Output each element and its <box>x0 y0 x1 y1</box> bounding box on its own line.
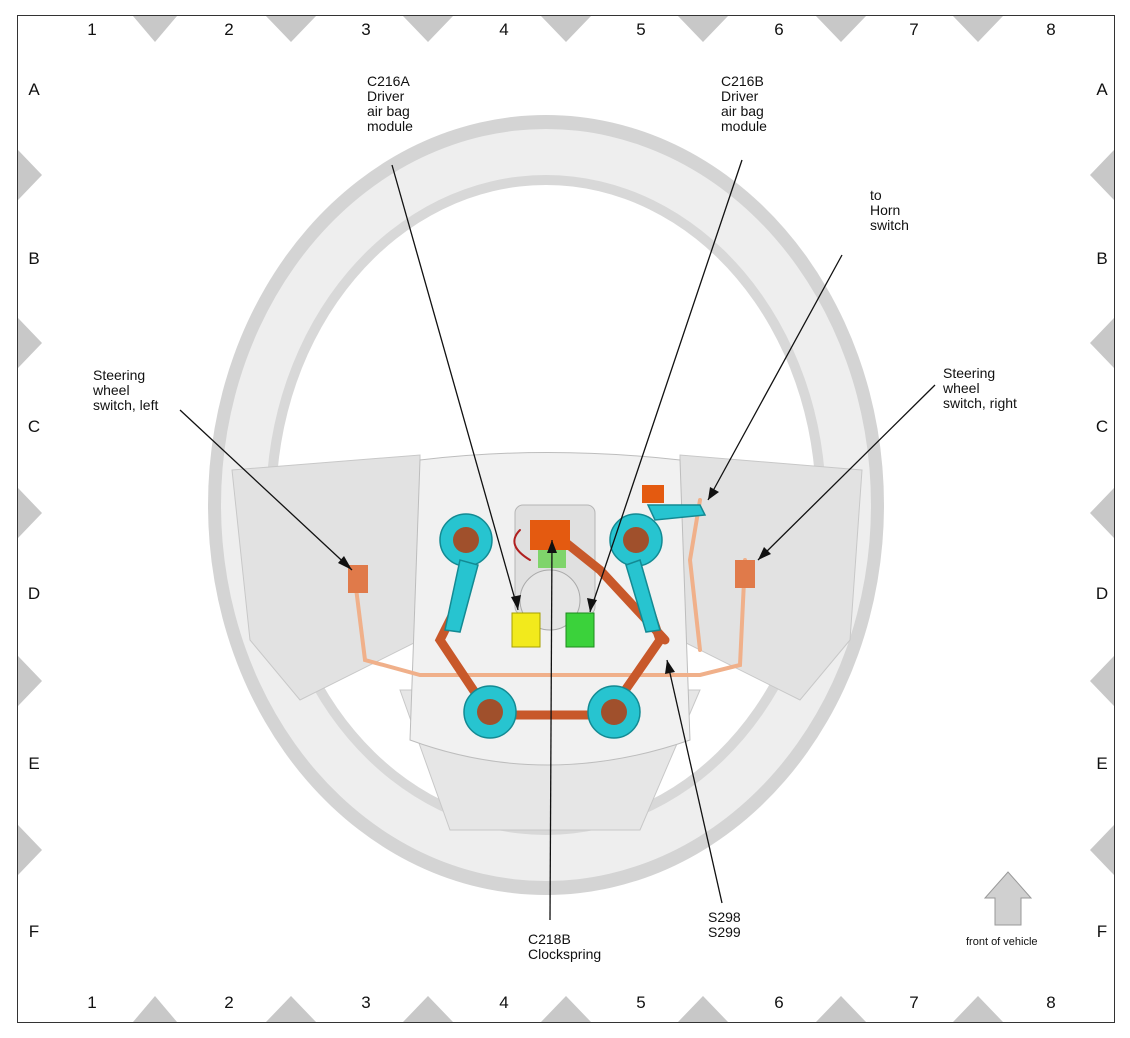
grid-column-label: 2 <box>224 20 234 39</box>
grid-column-label: 8 <box>1046 20 1056 39</box>
grid-column-label: 5 <box>636 993 646 1012</box>
grid-column-label: 3 <box>361 20 371 39</box>
c216a-connector <box>511 612 541 648</box>
grid-row-label: D <box>27 584 41 603</box>
switch-left-connector <box>348 565 368 593</box>
label-c216a: C216A Driver air bag module <box>367 73 413 134</box>
switch-right-connector <box>735 560 755 588</box>
leader-lines <box>179 159 936 921</box>
grid-column-label: 6 <box>774 20 784 39</box>
grid-column-label: 6 <box>774 993 784 1012</box>
grid-column-label: 3 <box>361 993 371 1012</box>
label-switch-right: Steering wheel switch, right <box>943 365 1017 411</box>
grid-row-label: C <box>27 417 41 436</box>
grid-row-label: B <box>1096 249 1108 268</box>
label-switch-left: Steering wheel switch, left <box>93 367 159 413</box>
label-c218b: C218B Clockspring <box>528 931 602 962</box>
grid-column-label: 7 <box>909 20 919 39</box>
label-front-of-vehicle: front of vehicle <box>966 936 1038 948</box>
leader-arrowheads <box>338 487 771 674</box>
label-c216b: C216B Driver air bag module <box>721 73 767 134</box>
grid-column-label: 1 <box>87 993 97 1012</box>
c216b-connector <box>565 612 595 648</box>
grid-column-label: 4 <box>499 993 509 1012</box>
grid-row-label: D <box>1095 584 1109 603</box>
label-splices: S298 S299 <box>708 909 741 940</box>
grid-row-label: A <box>28 80 40 99</box>
grid-row-label: E <box>1096 754 1108 773</box>
grid-column-label: 2 <box>224 993 234 1012</box>
grid-row-label: A <box>1096 80 1108 99</box>
grid-column-label: 8 <box>1046 993 1056 1012</box>
bracket-bosses <box>453 527 649 725</box>
grid-row-label: C <box>1095 417 1109 436</box>
label-horn-switch: to Horn switch <box>870 187 909 233</box>
grid-border-markers <box>18 16 1114 1022</box>
clockspring-connector <box>530 520 570 550</box>
horn-connector <box>642 485 664 503</box>
grid-column-label: 5 <box>636 20 646 39</box>
grid-column-label: 7 <box>909 993 919 1012</box>
grid-row-label: E <box>28 754 40 773</box>
grid-row-label: F <box>28 922 40 941</box>
front-of-vehicle-arrow-icon <box>983 871 1033 926</box>
grid-row-label: B <box>28 249 40 268</box>
grid-column-label: 1 <box>87 20 97 39</box>
grid-row-label: F <box>1096 922 1108 941</box>
grid-column-label: 4 <box>499 20 509 39</box>
